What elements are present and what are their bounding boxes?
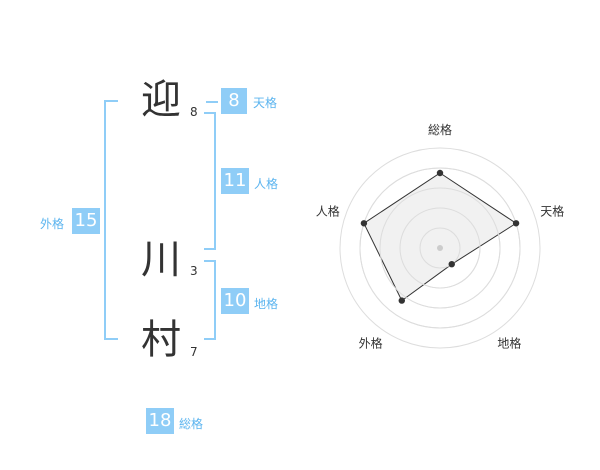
radar-ring-overlay-4 (359, 167, 521, 329)
radar-point-5 (360, 220, 368, 227)
stroke-count-2: 3 (190, 264, 198, 278)
jinkaku-label: 人格 (254, 177, 279, 191)
soukaku-label: 総格 (179, 417, 204, 431)
jinkaku-value: 11 (221, 168, 249, 194)
tenkaku-value: 8 (221, 88, 247, 114)
radar-axis-label-2: 天格 (540, 204, 564, 219)
jinkaku-bracket (204, 112, 216, 250)
stroke-count-3: 7 (190, 345, 198, 359)
radar-point-2 (512, 220, 520, 227)
soukaku-value: 18 (146, 408, 174, 434)
name-char-3: 村 (141, 317, 181, 363)
radar-point-4 (398, 297, 405, 304)
radar-axis-label-1: 総格 (428, 122, 452, 137)
radar-axis-label-3: 地格 (497, 336, 521, 351)
radar-point-3 (448, 260, 455, 268)
radar-point-1 (436, 169, 444, 177)
gaikaku-bracket (104, 100, 118, 340)
radar-axis-label-5: 人格 (316, 204, 340, 219)
name-char-1: 迎 (141, 77, 181, 123)
gaikaku-label: 外格 (40, 217, 65, 231)
radar-rings-overlay (359, 167, 521, 329)
radar-axis-label-4: 外格 (359, 336, 383, 351)
radar-series-area (363, 172, 518, 302)
tenkaku-connector (206, 101, 218, 103)
radar-ring-overlay-1 (419, 227, 461, 269)
radar-points (360, 169, 520, 304)
chikaku-label: 地格 (254, 297, 279, 311)
radar-ring-overlay-2 (399, 207, 481, 289)
radar-ring-overlay-3 (379, 187, 501, 309)
chikaku-value: 10 (221, 288, 249, 314)
chikaku-bracket (204, 260, 216, 340)
radar-center-dot (437, 245, 443, 251)
gaikaku-value: 15 (72, 208, 100, 234)
name-char-2: 川 (141, 237, 181, 283)
tenkaku-label: 天格 (253, 96, 278, 110)
stroke-count-1: 8 (190, 105, 198, 119)
